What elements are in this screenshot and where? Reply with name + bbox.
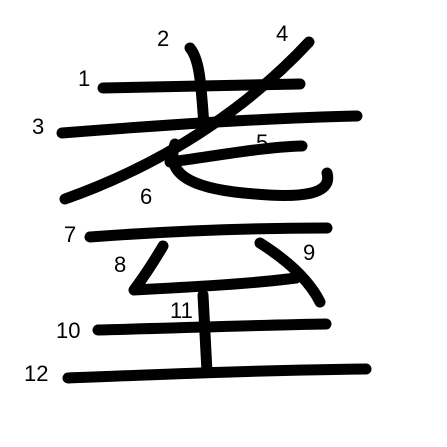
stroke-number-12: 12 (24, 361, 48, 386)
stroke-number-11: 11 (170, 298, 193, 323)
stroke-10 (92, 318, 332, 336)
stroke-6 (167, 138, 334, 201)
stroke-number-9: 9 (303, 240, 315, 265)
stroke-2 (184, 42, 210, 132)
stroke-number-1: 1 (78, 66, 90, 91)
stroke-number-2: 2 (157, 26, 169, 51)
stroke-number-4: 4 (276, 21, 288, 46)
character-strokes (56, 36, 372, 384)
stroke-number-3: 3 (32, 114, 44, 139)
stroke-12 (62, 363, 372, 384)
stroke-11 (197, 289, 213, 378)
stroke-number-8: 8 (114, 252, 126, 277)
stroke-8 (128, 240, 302, 296)
stroke-numbers: 1 2 3 4 5 6 7 8 9 10 11 12 (24, 21, 315, 386)
stroke-number-6: 6 (140, 184, 152, 209)
stroke-4 (59, 36, 315, 205)
stroke-number-5: 5 (256, 130, 268, 155)
stroke-number-7: 7 (64, 222, 76, 247)
stroke-number-10: 10 (56, 318, 80, 343)
stroke-9 (254, 237, 326, 308)
stroke-7 (84, 222, 333, 243)
stroke-5 (164, 140, 308, 168)
